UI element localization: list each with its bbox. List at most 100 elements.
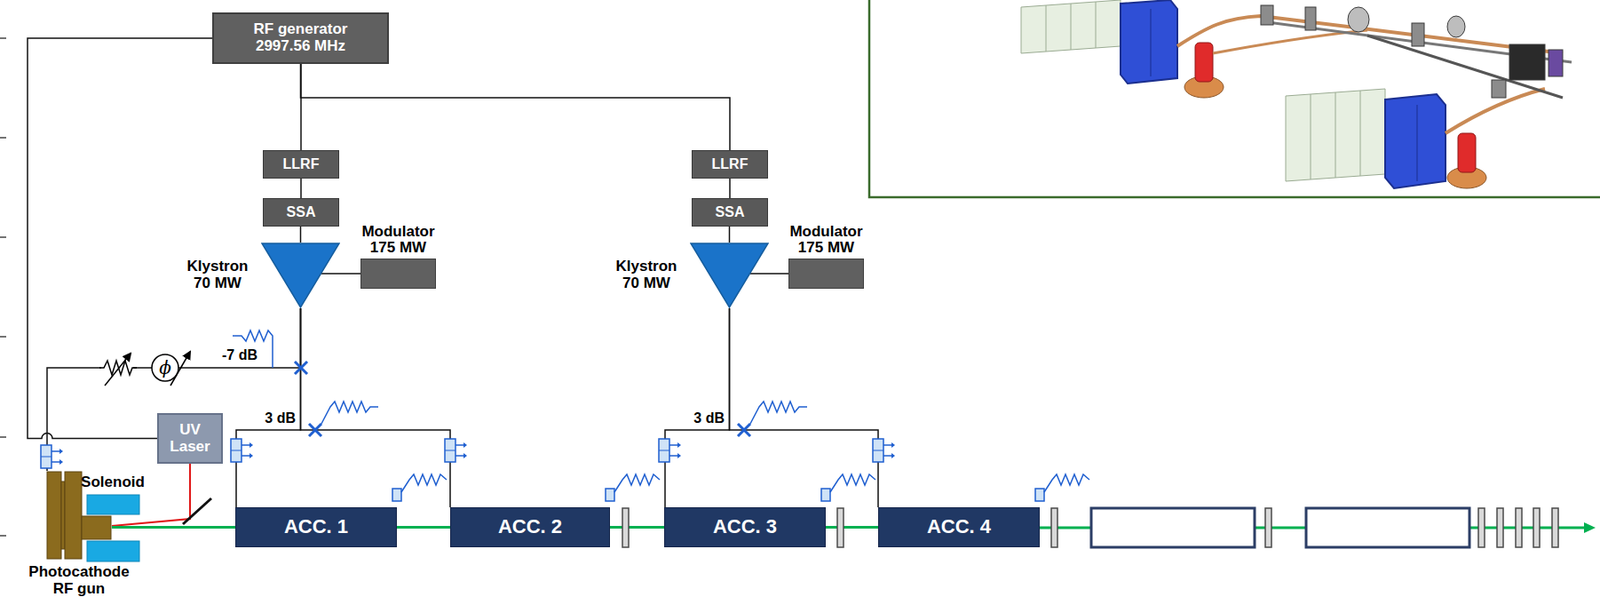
klystron-triangle: Klystron 70 MW (689, 242, 769, 309)
output-coupler (605, 488, 615, 501)
coupler-line (658, 450, 670, 452)
waveguide-coupler (872, 438, 896, 462)
beamline-equipment (1260, 5, 1563, 98)
coupler-body (658, 438, 670, 462)
node-label: RF generator 2997.56 MHz (234, 21, 368, 55)
coupler-arrow (669, 454, 678, 457)
coupler-arrow (51, 450, 60, 452)
beamline (825, 525, 879, 529)
coupler-arrow (241, 443, 250, 446)
node-label: Klystron 70 MW (606, 258, 687, 292)
modulator-box: Modulator 175 MW (360, 258, 436, 289)
waveguide-coupler (40, 444, 64, 468)
klystron-triangle: Klystron 70 MW (261, 242, 341, 309)
repeated-symbols (40, 438, 1559, 547)
node-label: LLRF (712, 156, 749, 173)
beamline (609, 525, 665, 529)
node-label: Photocathode RF gun (16, 563, 142, 597)
rf-line (300, 308, 452, 507)
node-label: SSA (286, 204, 317, 221)
rack-cabinets (1021, 0, 1446, 189)
waveguide-coupler (658, 438, 682, 462)
rf-load (830, 474, 876, 492)
node-label: LLRF (283, 156, 320, 173)
klystron-triangle-shape (690, 243, 769, 308)
coupler-arrowhead (891, 452, 896, 459)
rf-line (47, 308, 301, 471)
node-label: Modulator 175 MW (348, 223, 449, 257)
waveguide-coupler (230, 438, 254, 462)
node-label: ACC. 1 (284, 515, 349, 538)
coupler-body (230, 438, 242, 462)
coupler-body (872, 438, 884, 462)
beamline-element (622, 507, 629, 547)
accelerator-section: ACC. 4 (878, 506, 1040, 547)
klystron-tanks (1184, 42, 1487, 189)
rf-generator-box: RF generator 2997.56 MHz (212, 12, 389, 64)
coupler-arrowhead (677, 452, 682, 459)
beamline-element (1265, 507, 1272, 547)
gun-iris (61, 481, 65, 549)
klystron-symbol (261, 242, 341, 309)
beamline (111, 525, 236, 529)
rf-line (236, 308, 301, 507)
beamline-element (1533, 507, 1540, 547)
beamline-element (1515, 507, 1522, 547)
coupler-arrowhead (59, 448, 64, 454)
beamline (396, 525, 451, 529)
rf-line (300, 226, 302, 243)
rf-load (614, 474, 660, 492)
phase-shifter-symbol (151, 351, 191, 386)
coupler-arrow (51, 460, 60, 463)
beamline-element (1497, 507, 1504, 547)
annotation-label: 3 dB (693, 410, 725, 427)
coupler-line (40, 456, 52, 458)
beamline-element (1478, 507, 1485, 547)
accelerator-section: ACC. 3 (664, 506, 826, 547)
ssa-box: SSA (262, 198, 340, 227)
waveguide-coupler (444, 438, 468, 462)
coupler-line (230, 450, 242, 452)
coupler-arrowhead (677, 442, 682, 448)
output-coupler (392, 488, 402, 501)
coupler-arrow (883, 443, 892, 446)
empty-section-box (1306, 507, 1470, 547)
modulator-box: Modulator 175 MW (788, 258, 864, 289)
coupler-line (444, 450, 456, 452)
phase-symbol: ϕ (158, 357, 172, 378)
rf-line (300, 63, 731, 151)
annotation-label: -7 dB (221, 347, 258, 364)
directional-couplers (294, 361, 751, 436)
beamline-element (837, 507, 844, 547)
gun-cell (64, 471, 82, 559)
annotation-label: 3 dB (264, 410, 296, 427)
coupler-arrow (455, 443, 464, 446)
llrf-box: LLRF (691, 150, 769, 179)
rf-line (750, 272, 789, 275)
axis-ticks (0, 38, 7, 536)
node-label: SSA (715, 204, 745, 221)
coupler-arrowhead (59, 459, 64, 465)
rf-load (1044, 474, 1090, 492)
inset-illustration (869, 0, 1600, 198)
node-label: ACC. 4 (926, 515, 991, 538)
node-label: Klystron 70 MW (177, 258, 258, 292)
coupler-arrowhead (249, 442, 254, 448)
beamline-element (1051, 507, 1058, 547)
attenuator-symbol (99, 353, 137, 386)
coupler-arrowhead (463, 442, 468, 448)
beamline-illustration (1177, 15, 1572, 134)
gun-body (81, 515, 111, 539)
rf-line (665, 308, 730, 507)
uv-laser-box: UV Laser (157, 412, 223, 464)
coupler-arrowhead (891, 442, 896, 448)
node-label: ACC. 2 (498, 515, 563, 538)
coupler-arrow (455, 454, 464, 457)
node-label: UV Laser (162, 421, 218, 455)
coupler-arrowhead (249, 452, 254, 459)
coupler-arrow (883, 454, 892, 457)
llrf-box: LLRF (262, 150, 340, 179)
ssa-box: SSA (691, 198, 769, 227)
gun-cell (47, 471, 62, 559)
empty-section-box (1091, 507, 1255, 547)
